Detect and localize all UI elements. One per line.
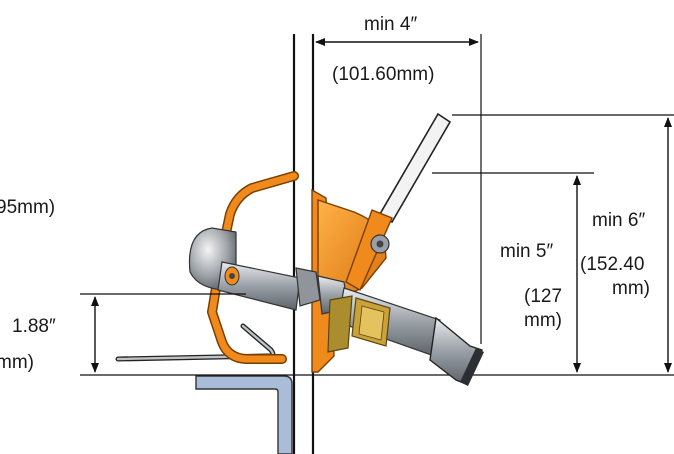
lever-arm bbox=[345, 112, 452, 291]
rail-profile bbox=[195, 375, 293, 454]
height-6-value: min 6″ bbox=[592, 210, 645, 231]
dimension-width-top bbox=[315, 34, 482, 344]
flared-tip bbox=[429, 316, 484, 386]
shaft-left bbox=[217, 261, 301, 311]
width-top-value: min 4″ bbox=[364, 14, 417, 35]
dimension-left-lower bbox=[80, 293, 246, 373]
height-5-metric-1: (127 bbox=[524, 286, 562, 307]
left-lower-value: 1.88″ bbox=[12, 316, 56, 337]
dimension-height-6 bbox=[452, 114, 674, 373]
hex-nut-left bbox=[295, 267, 321, 307]
left-lower-metric: mm) bbox=[0, 352, 34, 373]
height-5-metric-2: mm) bbox=[524, 310, 562, 331]
left-upper-metric: 95mm) bbox=[0, 197, 55, 218]
width-top-metric: (101.60mm) bbox=[332, 64, 434, 85]
height-6-metric-1: (152.40 bbox=[580, 254, 644, 275]
dimension-height-5 bbox=[432, 172, 594, 373]
height-6-metric-2: mm) bbox=[612, 278, 650, 299]
shaft-right bbox=[327, 287, 441, 357]
height-5-value: min 5″ bbox=[500, 241, 553, 262]
